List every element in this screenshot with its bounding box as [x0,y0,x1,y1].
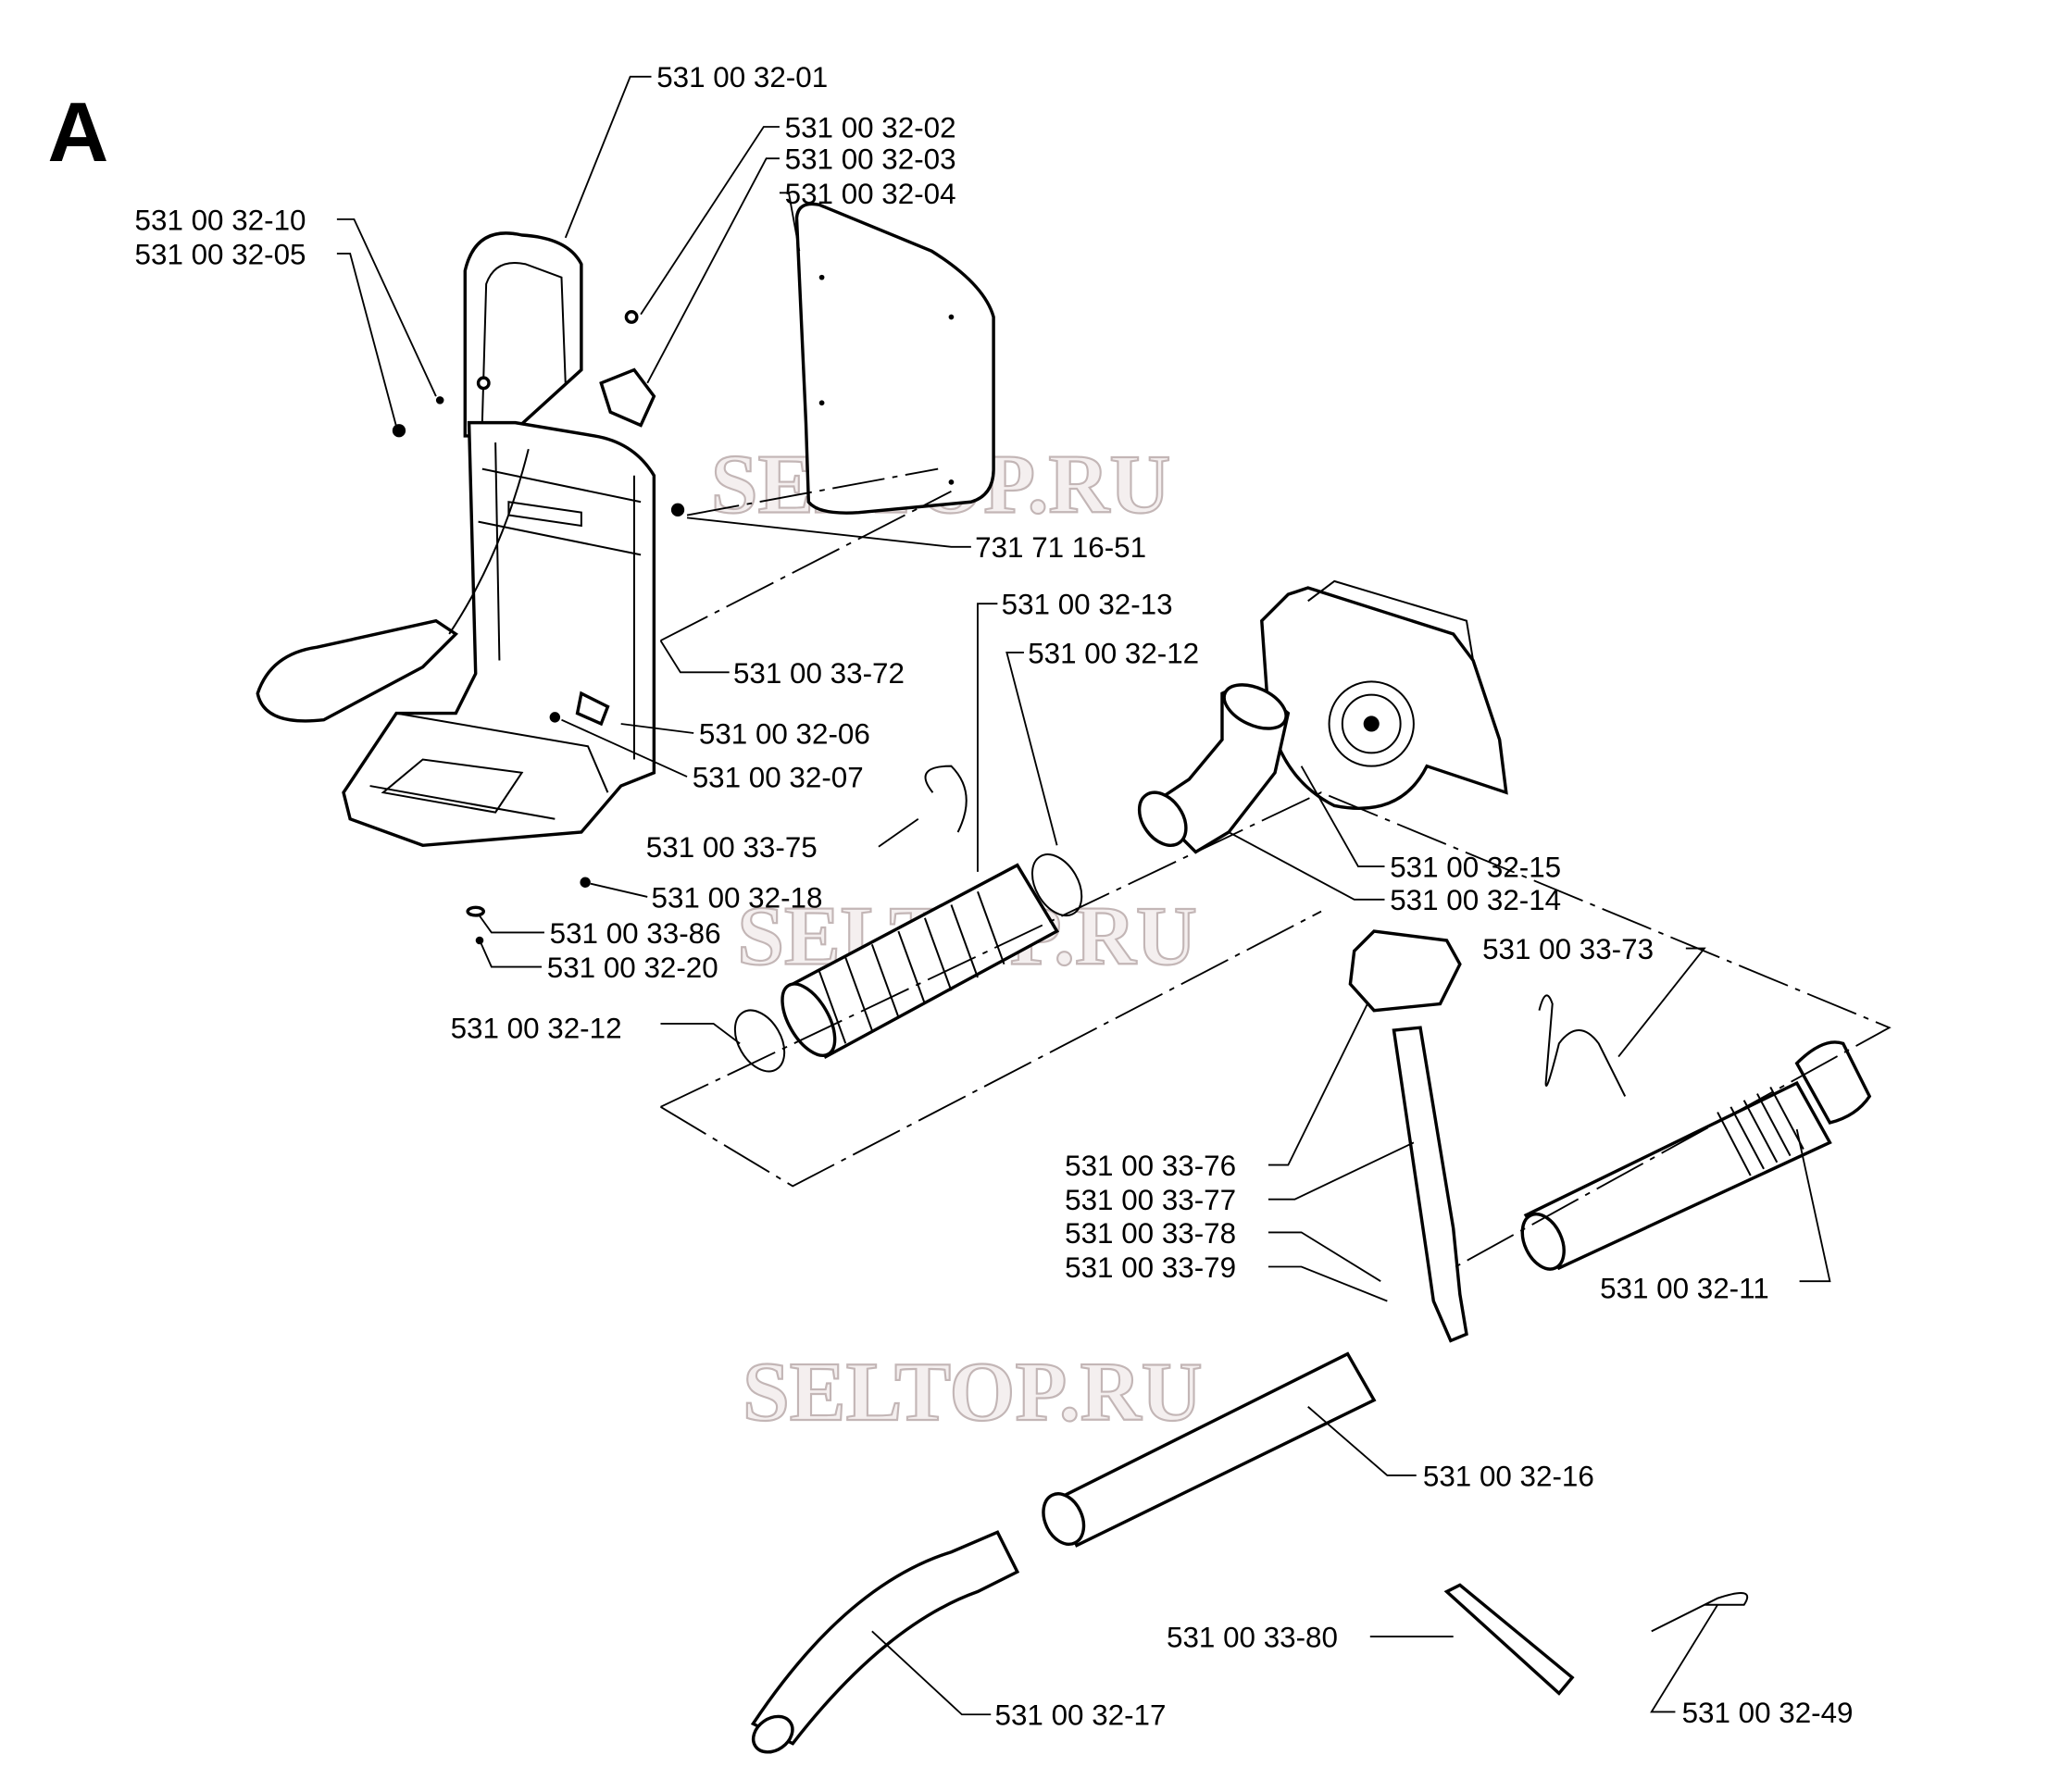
part-label: 531 00 32-12 [1028,637,1199,669]
part-label: 531 00 33-79 [1065,1251,1236,1284]
part-label: 531 00 32-11 [1600,1273,1769,1305]
part-label: 531 00 32-05 [135,238,306,270]
part-label: 531 00 33-75 [646,831,818,864]
part-label: 531 00 33-72 [733,657,905,690]
part-label: 531 00 32-15 [1390,852,1561,884]
part-label: 531 00 32-10 [135,204,306,236]
part-label: 531 00 32-13 [1002,589,1173,621]
alignment-line [660,467,1892,1269]
part-label: 531 00 32-20 [547,952,718,984]
back-pad [794,202,995,515]
leader-lines [336,75,1831,1716]
hardware [392,310,685,945]
blower-tubes [750,929,1872,1754]
part-label: 531 00 32-14 [1390,884,1561,916]
part-label: 531 00 32-01 [656,61,828,93]
part-label: 531 00 32-06 [699,717,870,750]
section-letter: A [47,85,108,180]
part-label: 531 00 32-18 [652,881,823,914]
part-label: 531 00 32-07 [693,761,864,793]
flex-hose [733,765,1083,1073]
blower-housing [1260,579,1508,810]
part-label: 531 00 32-49 [1682,1697,1854,1729]
part-label: 531 00 33-77 [1065,1184,1236,1216]
backpack-frame [256,231,656,848]
part-label: 531 00 32-04 [785,178,956,210]
part-label: 531 00 33-80 [1167,1621,1338,1653]
part-label: 531 00 32-02 [785,111,956,143]
part-label: 531 00 33-76 [1065,1150,1236,1182]
part-label: 531 00 33-78 [1065,1217,1236,1250]
part-label: 531 00 32-03 [785,143,956,176]
part-number-labels: 531 00 32-01 531 00 32-02 531 00 32-03 5… [135,61,1854,1731]
part-label: 531 00 32-16 [1423,1460,1594,1492]
watermark: SELTOP.RU [743,1345,1203,1438]
part-label: 731 71 16-51 [975,531,1146,564]
part-label: 531 00 32-12 [451,1013,622,1045]
part-label: 531 00 33-86 [550,917,721,950]
part-label: 531 00 32-17 [995,1699,1167,1732]
part-label: 531 00 33-73 [1482,933,1654,965]
